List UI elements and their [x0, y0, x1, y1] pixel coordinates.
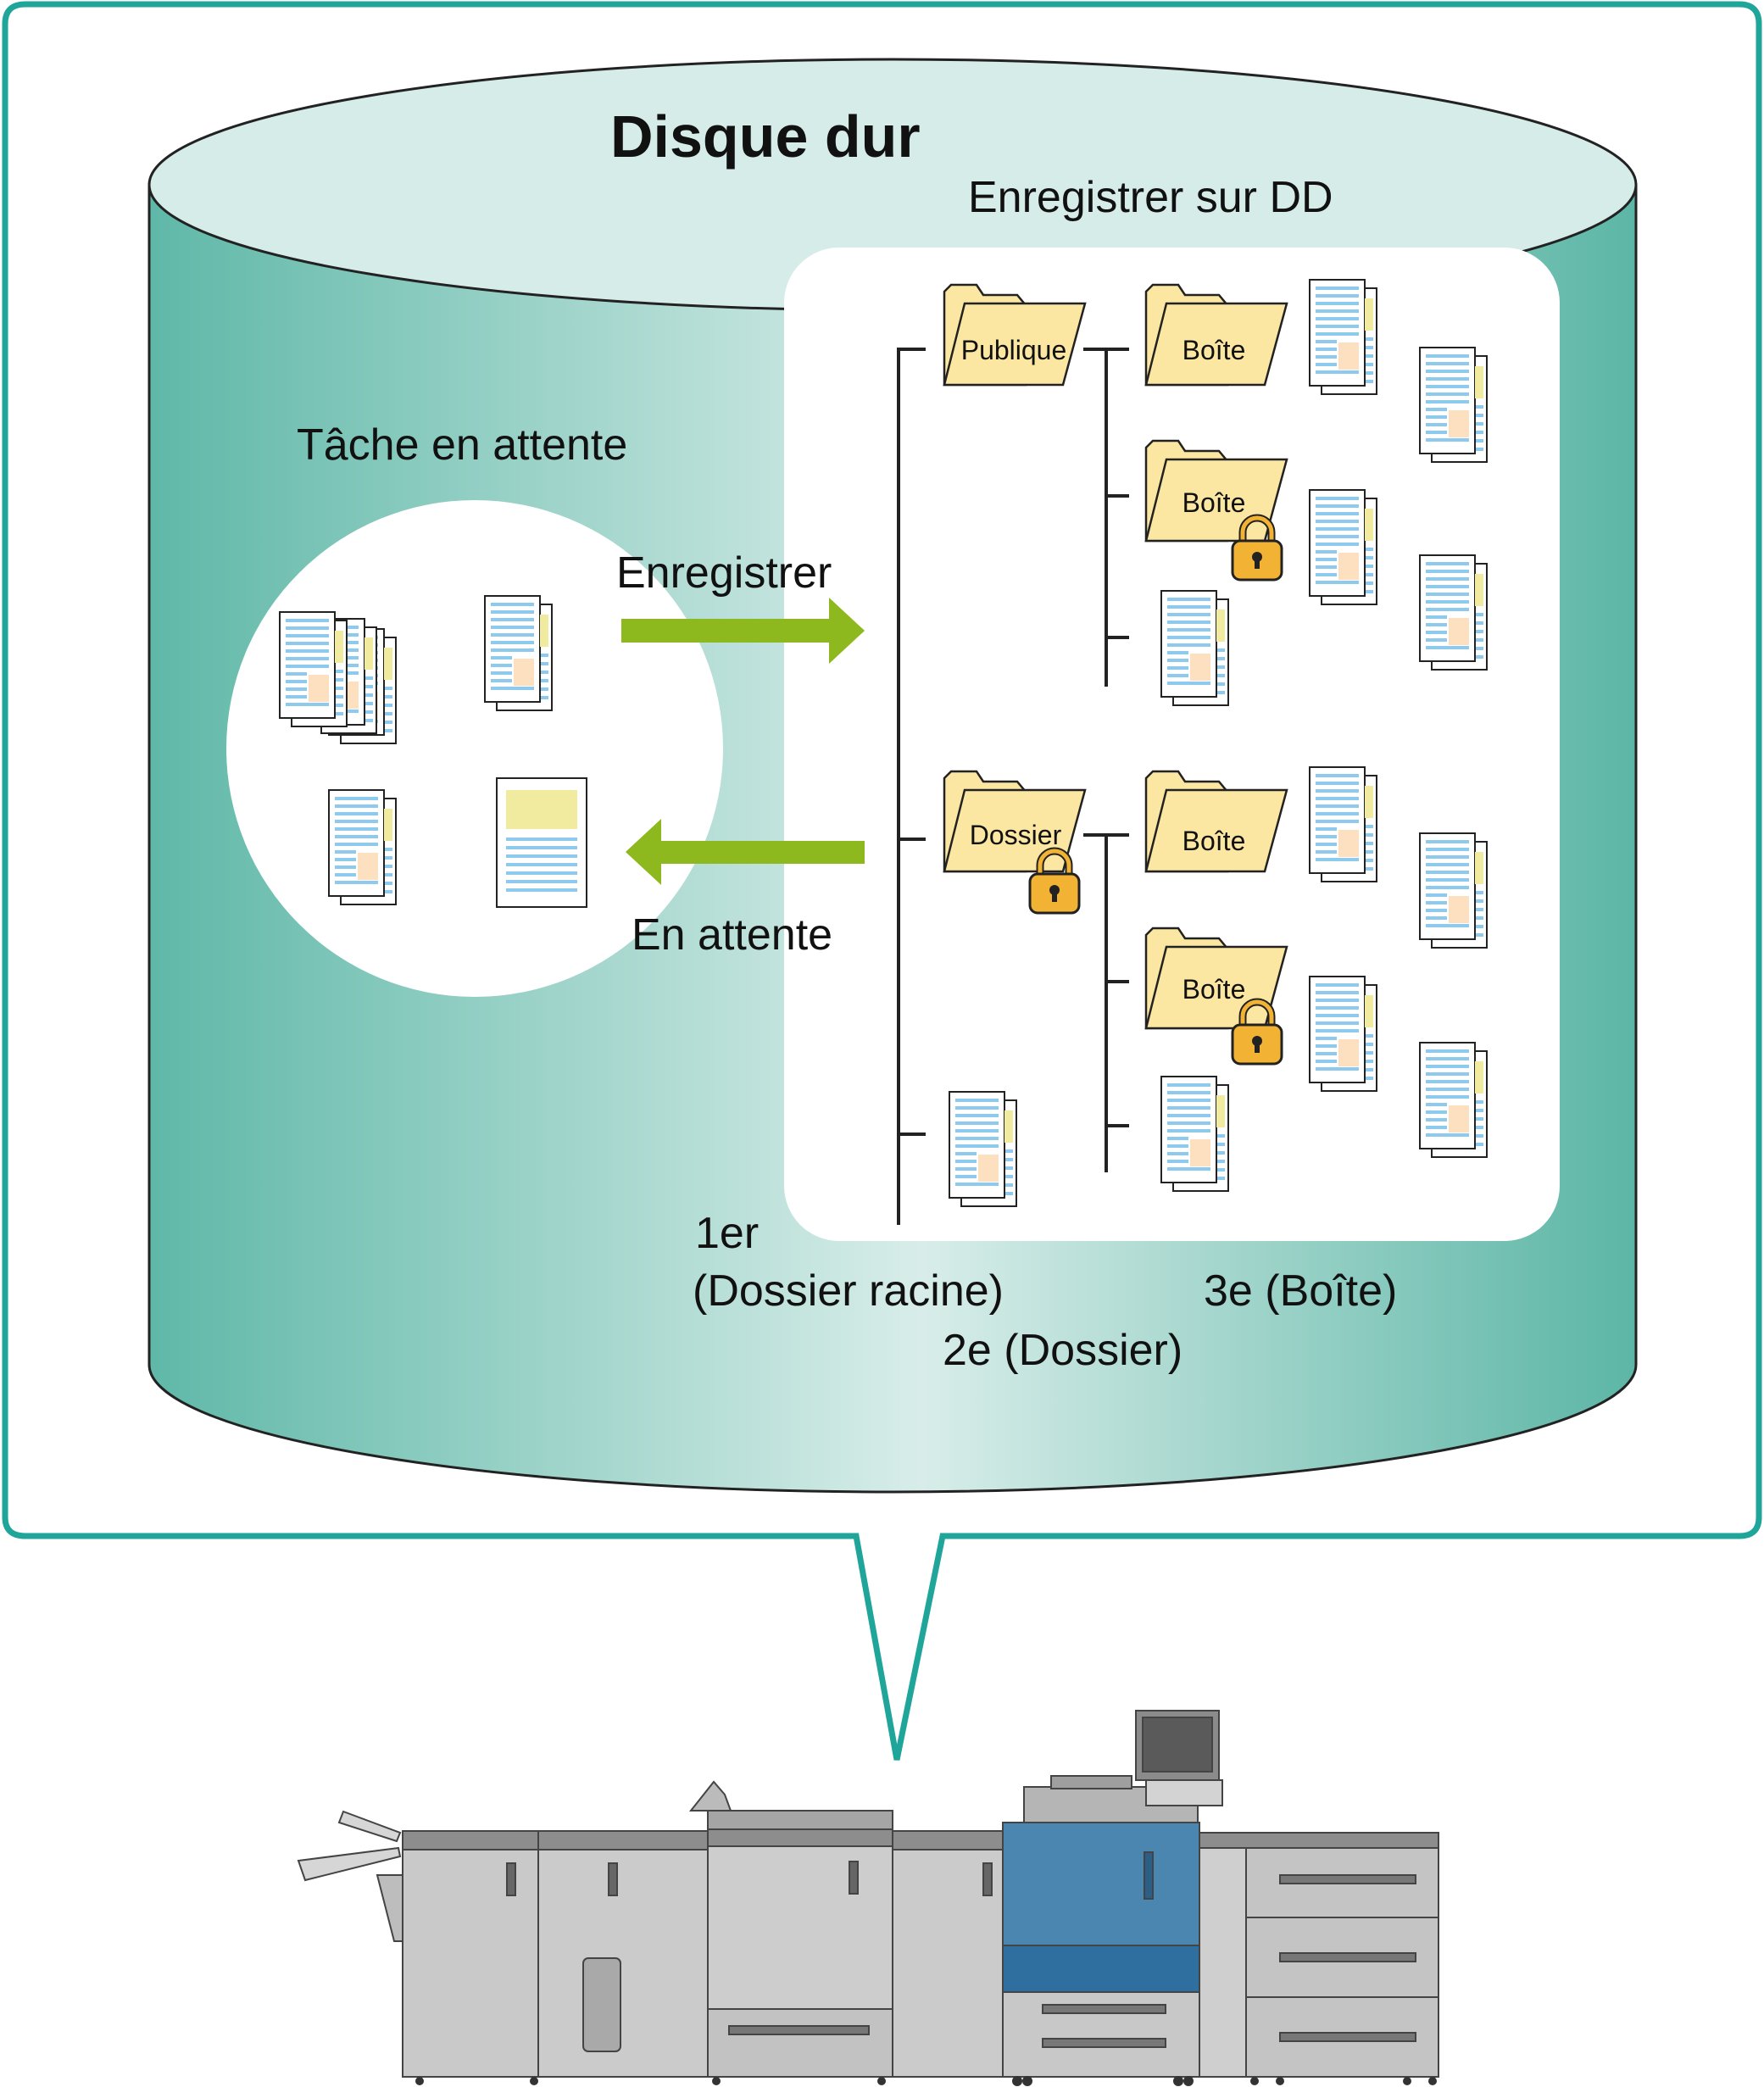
document-icon	[1418, 554, 1489, 671]
pending-documents	[278, 594, 587, 908]
document-icon	[327, 788, 398, 906]
document-icon	[496, 777, 587, 908]
document-icon	[1418, 832, 1489, 949]
document-icon	[1308, 278, 1378, 396]
level-2-label: 2e (Dossier)	[943, 1326, 1182, 1375]
level-1-label-line2: (Dossier racine)	[693, 1266, 1004, 1316]
box-label: Boîte	[1182, 974, 1246, 1005]
pending-label: En attente	[632, 910, 832, 960]
level-3-label: 3e (Boîte)	[1204, 1266, 1397, 1316]
folder-dossier: Dossier	[943, 770, 1087, 913]
pending-job-label: Tâche en attente	[297, 420, 627, 470]
tree-lines	[897, 348, 1129, 1225]
document-icon	[1160, 1075, 1230, 1193]
folder-public: Publique	[943, 283, 1087, 387]
save-to-hdd-label: Enregistrer sur DD	[968, 173, 1333, 222]
document-icon	[483, 594, 554, 712]
box-1: Boîte	[1144, 283, 1288, 387]
box-label: Boîte	[1182, 487, 1246, 518]
document-icon	[278, 610, 348, 728]
disk-title: Disque dur	[610, 103, 921, 170]
document-icon	[1308, 765, 1378, 883]
save-label: Enregistrer	[616, 548, 832, 598]
box-label: Boîte	[1182, 335, 1246, 365]
pending-arrow	[626, 819, 865, 885]
box-4: Boîte	[1144, 927, 1288, 1064]
document-icon	[1418, 346, 1489, 464]
level-1-label-line1: 1er	[695, 1209, 759, 1258]
document-icon	[1308, 488, 1378, 606]
box-label: Boîte	[1182, 826, 1246, 856]
document-icon	[1418, 1041, 1489, 1159]
save-arrow	[621, 598, 865, 664]
document-icon	[948, 1090, 1018, 1208]
folder-dossier-label: Dossier	[970, 820, 1062, 850]
box-2: Boîte	[1144, 439, 1288, 580]
production-press	[297, 1710, 1439, 2086]
document-icon	[1160, 589, 1230, 707]
folder-public-label: Publique	[961, 335, 1067, 365]
document-icon	[1308, 975, 1378, 1093]
box-3: Boîte	[1144, 770, 1288, 873]
